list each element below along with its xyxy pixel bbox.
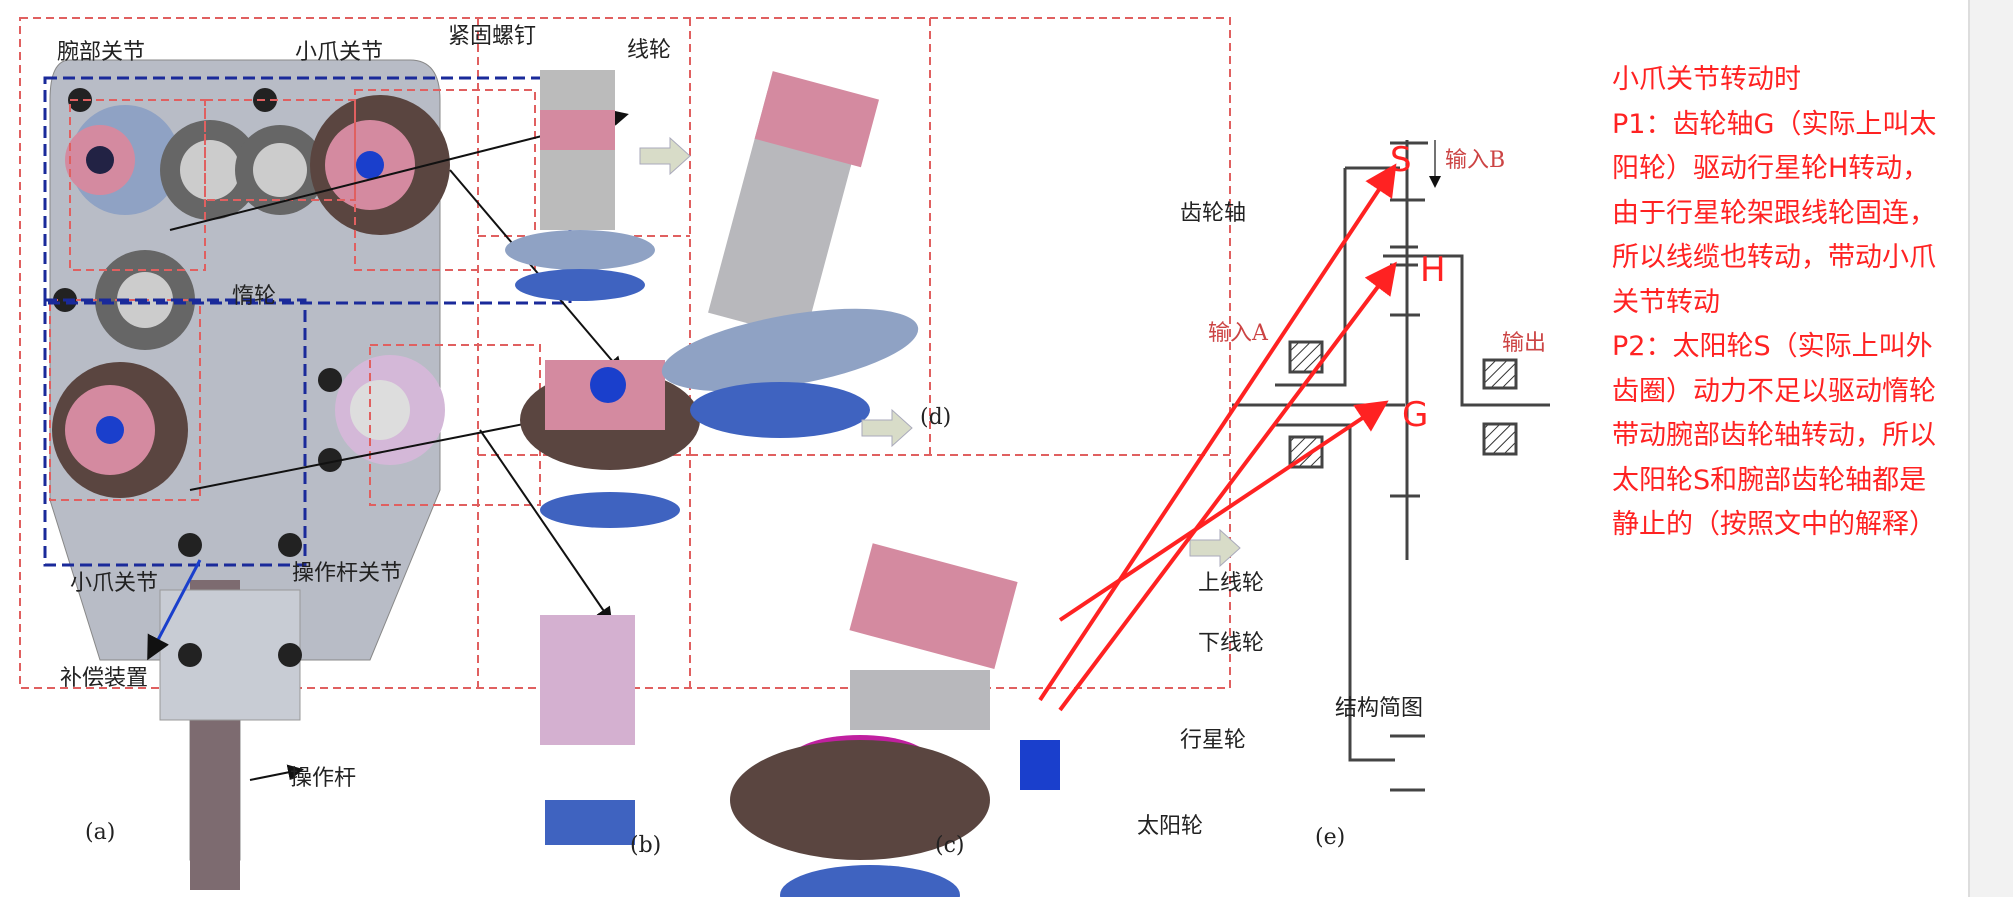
- note-line: 小爪关节转动时: [1612, 64, 1801, 95]
- label-wrist-joint: 腕部关节: [57, 40, 146, 65]
- label-set-screw: 紧固螺钉: [448, 24, 537, 49]
- panel-label-a: (a): [85, 820, 116, 845]
- label-lever-joint: 操作杆关节: [292, 561, 403, 586]
- label-input-b: 输入B: [1445, 148, 1506, 173]
- label-idler: 惰轮: [232, 284, 277, 309]
- note-line: P2：太阳轮S（实际上叫外: [1612, 331, 1933, 362]
- label-sun-gear: 太阳轮: [1137, 814, 1204, 839]
- note-line: 所以线缆也转动，带动小爪: [1612, 242, 1936, 273]
- note-line: P1：齿轮轴G（实际上叫太: [1612, 108, 1937, 140]
- scrollbar[interactable]: [1968, 0, 2013, 897]
- panel-label-e: (e): [1315, 825, 1346, 850]
- label-compensator: 补偿装置: [60, 666, 149, 691]
- panel-label-d: (d): [920, 405, 952, 430]
- label-lower-spool: 下线轮: [1198, 631, 1265, 656]
- label-spool: 线轮: [627, 38, 672, 63]
- annotation-g: G: [1402, 395, 1429, 435]
- label-schematic: 结构简图: [1335, 696, 1424, 721]
- note-line: 带动腕部齿轮轴转动，所以: [1612, 420, 1936, 451]
- label-input-a: 输入A: [1208, 321, 1268, 346]
- note-line: 由于行星轮架跟线轮固连，: [1612, 197, 1936, 229]
- annotation-h: H: [1420, 250, 1446, 290]
- label-planet-gear: 行星轮: [1180, 728, 1247, 753]
- note-line: 阳轮）驱动行星轮H转动，: [1612, 153, 1930, 184]
- note-line: 齿圈）动力不足以驱动惰轮: [1612, 375, 1936, 407]
- note-line: 关节转动: [1612, 286, 1720, 318]
- label-output: 输出: [1502, 331, 1547, 356]
- label-gear-shaft: 齿轮轴: [1180, 201, 1247, 226]
- label-claw-joint-bottom: 小爪关节: [70, 571, 159, 596]
- note-line: 静止的（按照文中的解释）: [1612, 509, 1936, 540]
- panel-label-b: (b): [630, 833, 662, 858]
- mechanism-figure: [19, 17, 1550, 897]
- panel-label-c: (c): [935, 833, 965, 858]
- red-arrows: [1038, 163, 1397, 712]
- schematic-e: [1232, 140, 1550, 792]
- annotation-s: S: [1390, 140, 1412, 180]
- label-claw-joint-top: 小爪关节: [295, 40, 384, 65]
- explanation-note: 小爪关节转动时 P1：齿轮轴G（实际上叫太 阳轮）驱动行星轮H转动， 由于行星轮…: [1612, 58, 1936, 548]
- label-upper-spool: 上线轮: [1198, 571, 1265, 596]
- label-lever: 操作杆: [290, 766, 357, 791]
- panels-bcd-drawing: [505, 70, 1241, 897]
- panel-a-drawing: [43, 59, 629, 890]
- note-line: 太阳轮S和腕部齿轮轴都是: [1612, 464, 1927, 496]
